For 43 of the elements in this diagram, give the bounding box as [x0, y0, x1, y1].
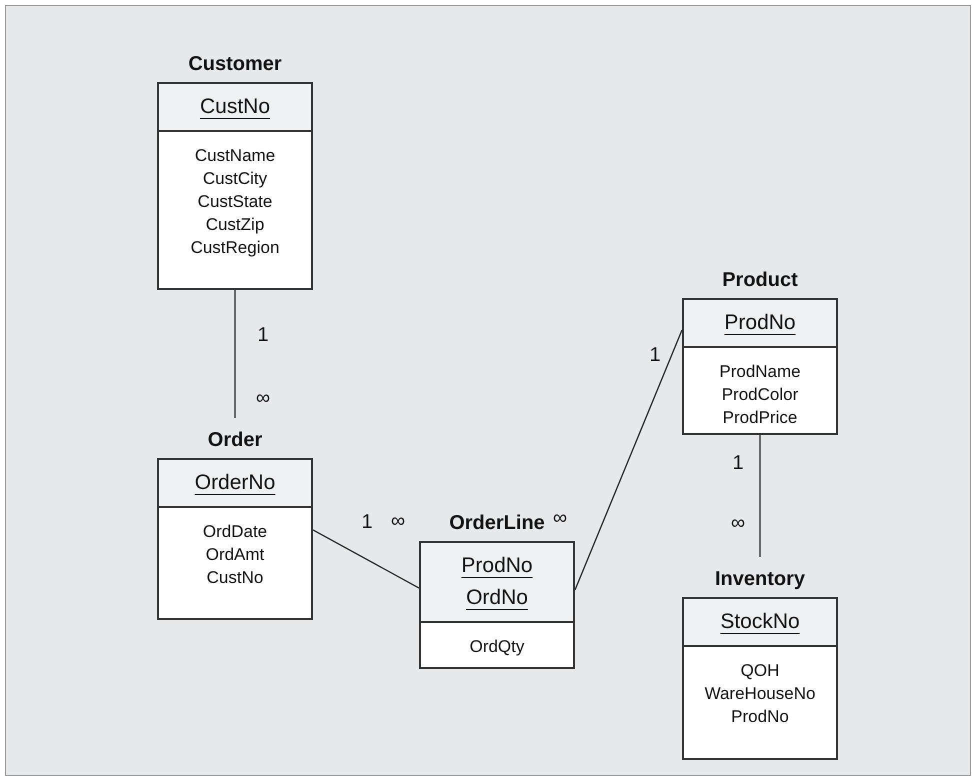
primary-key-text: ProdNo: [461, 553, 533, 579]
attribute-text: CustNo: [206, 567, 264, 589]
attribute-text: QOH: [740, 660, 780, 682]
attribute-text: ProdName: [719, 361, 801, 383]
attribute-text: ProdPrice: [722, 407, 798, 429]
attribute-text: CustCity: [202, 168, 268, 190]
cardinality-label: 1: [649, 343, 661, 367]
primary-key-text: ProdNo: [724, 310, 796, 336]
relationship-line: [312, 529, 420, 589]
attribute-text: CustZip: [206, 214, 264, 236]
primary-key-text: CustNo: [200, 94, 270, 120]
attribute-text: ProdColor: [722, 384, 798, 406]
entity-name: Product: [722, 268, 798, 292]
primary-key-text: OrderNo: [194, 470, 276, 496]
attribute-text: OrdQty: [470, 636, 524, 658]
cardinality-label: ∞: [256, 386, 270, 410]
key-compartment: [421, 543, 573, 623]
key-compartment: [684, 300, 836, 348]
cardinality-label: ∞: [730, 511, 746, 535]
attribute-text: CustName: [194, 145, 276, 167]
attribute-text: OrdAmt: [206, 544, 264, 566]
attribute-text: CustRegion: [190, 237, 280, 259]
attribute-text: CustState: [198, 191, 272, 213]
relationship-line: [759, 435, 761, 557]
cardinality-label: 1: [257, 323, 269, 347]
cardinality-label: ∞: [390, 509, 406, 533]
primary-key-text: OrdNo: [466, 585, 528, 611]
attribute-text: WareHouseNo: [704, 683, 816, 705]
entity-name: Order: [208, 428, 262, 452]
attribute-text: OrdDate: [202, 521, 268, 543]
cardinality-label: 1: [361, 510, 373, 534]
entity-name: Customer: [188, 52, 282, 76]
cardinality-label: 1: [732, 451, 744, 475]
key-compartment: [684, 599, 836, 647]
primary-key-text: StockNo: [720, 609, 800, 635]
key-compartment: [159, 84, 311, 132]
relationship-line: [574, 330, 683, 590]
cardinality-label: ∞: [552, 506, 568, 530]
relationship-line: [234, 290, 236, 418]
entity-name: Inventory: [714, 567, 806, 591]
key-compartment: [159, 460, 311, 508]
attribute-text: ProdNo: [731, 706, 789, 728]
entity-name: OrderLine: [449, 511, 545, 535]
